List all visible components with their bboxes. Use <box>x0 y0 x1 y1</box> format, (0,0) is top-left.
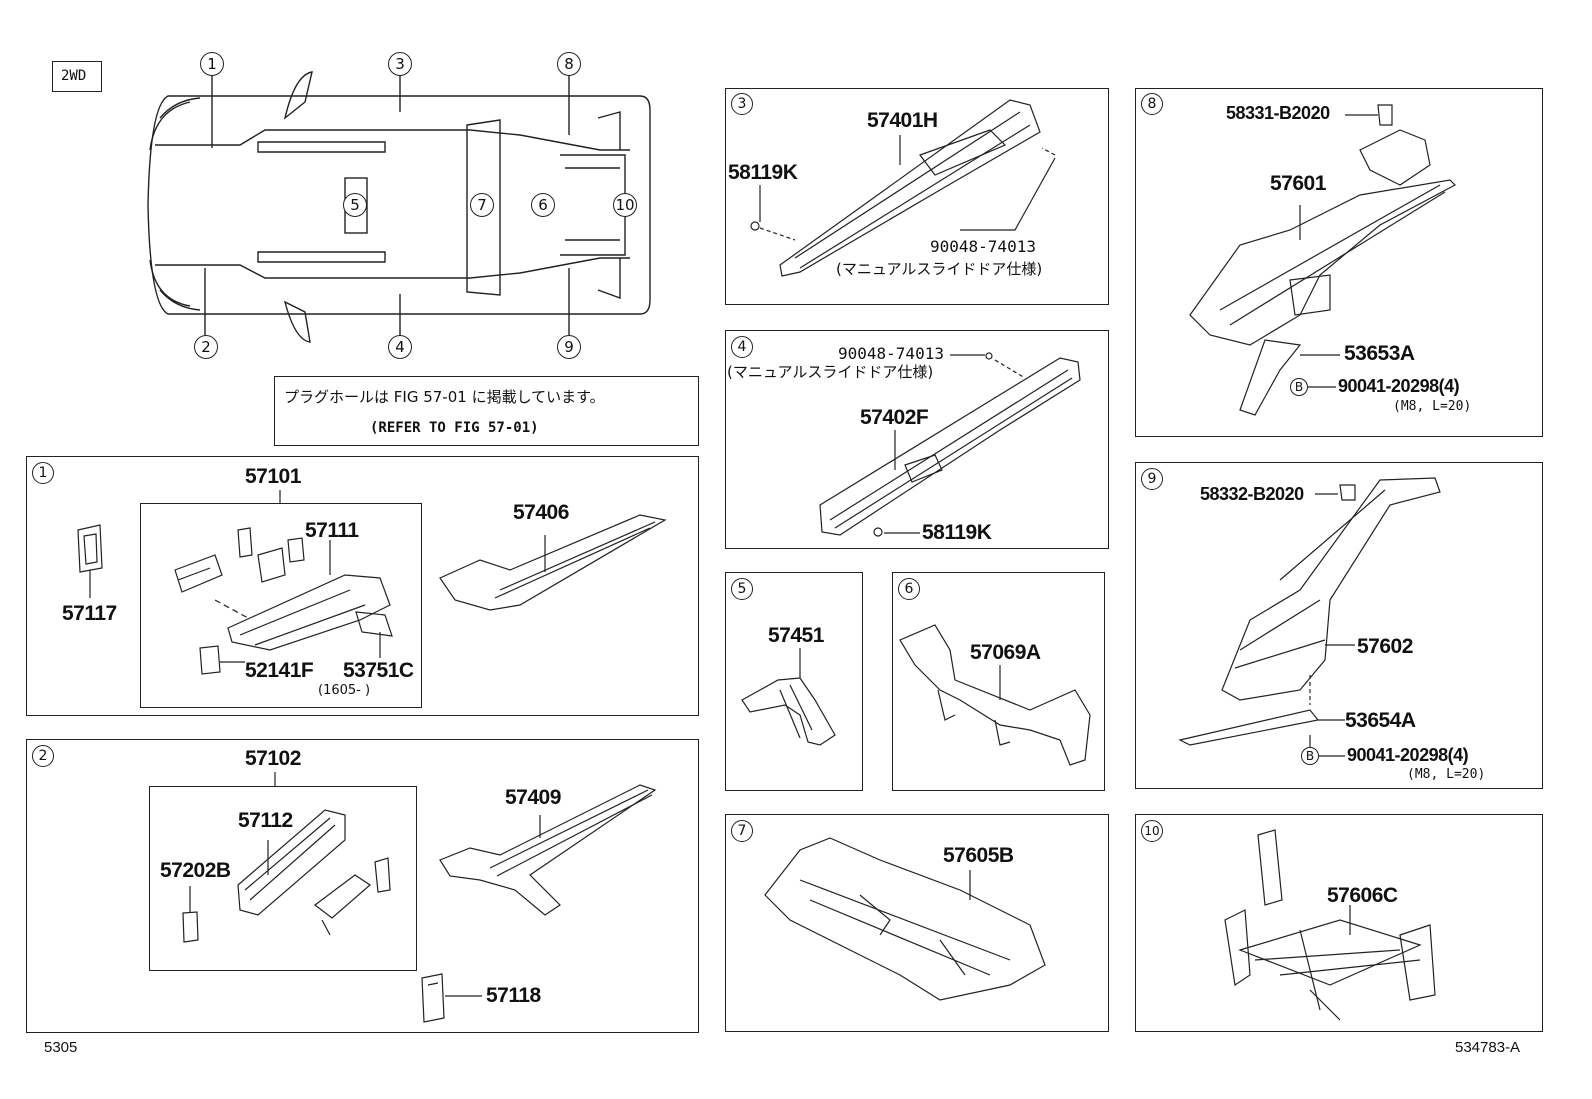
panel-9-callout: 9 <box>1141 468 1163 490</box>
part-57112: 57112 <box>238 809 293 832</box>
panel-5 <box>725 572 863 791</box>
part-53653A: 53653A <box>1344 342 1415 365</box>
part-53751C: 53751C <box>343 659 414 682</box>
part-90048-note-p3: (マニュアルスライドドア仕様) <box>836 260 1043 278</box>
part-90048-74013-p3: 90048-74013 <box>930 237 1036 256</box>
panel-8-bolt-mark: B <box>1290 378 1308 396</box>
part-57118: 57118 <box>486 984 541 1007</box>
part-90041-20298-p9: 90041-20298(4) <box>1347 745 1469 765</box>
overview-callout-3: 3 <box>388 52 412 76</box>
part-57069A: 57069A <box>970 641 1041 664</box>
panel-1-callout: 1 <box>32 462 54 484</box>
panel-4 <box>725 330 1109 549</box>
part-90041-20298-p8: 90041-20298(4) <box>1338 376 1460 396</box>
part-57451: 57451 <box>768 624 824 647</box>
part-57117: 57117 <box>62 602 117 625</box>
overview-callout-5: 5 <box>343 193 367 217</box>
part-57602: 57602 <box>1357 635 1413 658</box>
overview-callout-8: 8 <box>557 52 581 76</box>
panel-1-subassembly-box <box>140 503 422 708</box>
overview-callout-1: 1 <box>200 52 224 76</box>
part-53654A: 53654A <box>1345 709 1416 732</box>
2wd-label: 2WD <box>61 68 87 84</box>
panel-7-callout: 7 <box>731 820 753 842</box>
overview-callout-10: 10 <box>613 193 637 217</box>
overview-callout-7: 7 <box>470 193 494 217</box>
part-57409: 57409 <box>505 786 561 809</box>
part-90048-note-p4: (マニュアルスライドドア仕様) <box>727 363 934 381</box>
panel-9 <box>1135 462 1543 789</box>
panel-8 <box>1135 88 1543 437</box>
overview-callout-4: 4 <box>388 335 412 359</box>
part-90048-74013-p4: 90048-74013 <box>838 344 944 363</box>
panel-6-callout: 6 <box>898 578 920 600</box>
part-57406: 57406 <box>513 501 569 524</box>
part-spec-p9: (M8, L=20) <box>1407 767 1486 782</box>
part-52141F: 52141F <box>245 659 314 682</box>
panel-5-callout: 5 <box>731 578 753 600</box>
part-53751C-note: (1605- ) <box>318 683 371 698</box>
panel-2-subassembly-box <box>149 786 417 971</box>
part-58119K: 58119K <box>728 161 798 184</box>
refer-note-en: (REFER TO FIG 57-01) <box>370 420 539 436</box>
part-58331-B2020: 58331-B2020 <box>1226 103 1330 123</box>
part-57111: 57111 <box>305 519 359 542</box>
part-57101: 57101 <box>245 465 301 488</box>
panel-2-callout: 2 <box>32 745 54 767</box>
overview-callout-6: 6 <box>531 193 555 217</box>
part-57102: 57102 <box>245 747 301 770</box>
overview-callout-2: 2 <box>194 335 218 359</box>
2wd-tag <box>52 61 102 92</box>
panel-7 <box>725 814 1109 1032</box>
part-57605B: 57605B <box>943 844 1014 867</box>
part-58332-B2020: 58332-B2020 <box>1200 484 1304 504</box>
part-57606C: 57606C <box>1327 884 1398 907</box>
part-spec-p8: (M8, L=20) <box>1393 399 1472 414</box>
part-57402F: 57402F <box>860 406 929 429</box>
refer-note-box <box>274 376 699 446</box>
overview-callout-9: 9 <box>557 335 581 359</box>
panel-8-callout: 8 <box>1141 93 1163 115</box>
panel-3 <box>725 88 1109 305</box>
panel-10 <box>1135 814 1543 1032</box>
footer-drawing-id: 534783-A <box>1455 1039 1521 1056</box>
part-58119K-p4: 58119K <box>922 521 992 544</box>
panel-6 <box>892 572 1105 791</box>
panel-2 <box>26 739 699 1033</box>
panel-1 <box>26 456 699 716</box>
footer-page-code: 5305 <box>44 1039 78 1056</box>
panel-10-callout: 10 <box>1141 820 1163 842</box>
refer-note-jp: プラグホールは FIG 57-01 に掲載しています。 <box>284 388 605 406</box>
part-57401H: 57401H <box>867 109 938 132</box>
panel-4-callout: 4 <box>731 336 753 358</box>
panel-3-callout: 3 <box>731 93 753 115</box>
part-57601: 57601 <box>1270 172 1326 195</box>
panel-9-bolt-mark: B <box>1301 747 1319 765</box>
part-57202B: 57202B <box>160 859 231 882</box>
